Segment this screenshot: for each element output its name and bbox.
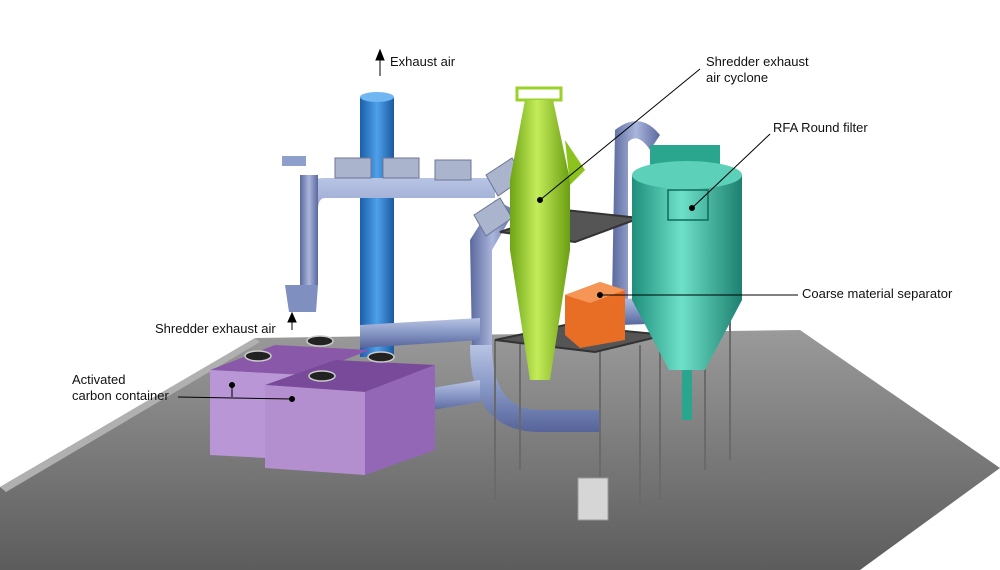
label-round-filter: RFA Round filter — [773, 120, 868, 135]
rfa-round-filter — [632, 145, 742, 420]
base-unit — [577, 477, 609, 521]
shredder-exhaust-air-cyclone — [510, 86, 585, 380]
label-cyclone-line2: air cyclone — [706, 70, 769, 85]
label-coarse-separator: Coarse material separator — [802, 286, 953, 301]
coarse-material-separator — [565, 282, 625, 348]
label-carbon-line2: carbon container — [72, 388, 169, 403]
label-carbon-line1: Activated — [72, 372, 126, 387]
floor-slab — [0, 330, 1000, 570]
label-shredder-exhaust-air: Shredder exhaust air — [155, 321, 276, 336]
exhaust-chimney — [360, 92, 394, 357]
label-cyclone-line1: Shredder exhaust — [706, 54, 809, 69]
label-exhaust-air: Exhaust air — [390, 54, 456, 69]
leader-lines — [177, 48, 798, 402]
activated-carbon-containers — [210, 335, 435, 475]
